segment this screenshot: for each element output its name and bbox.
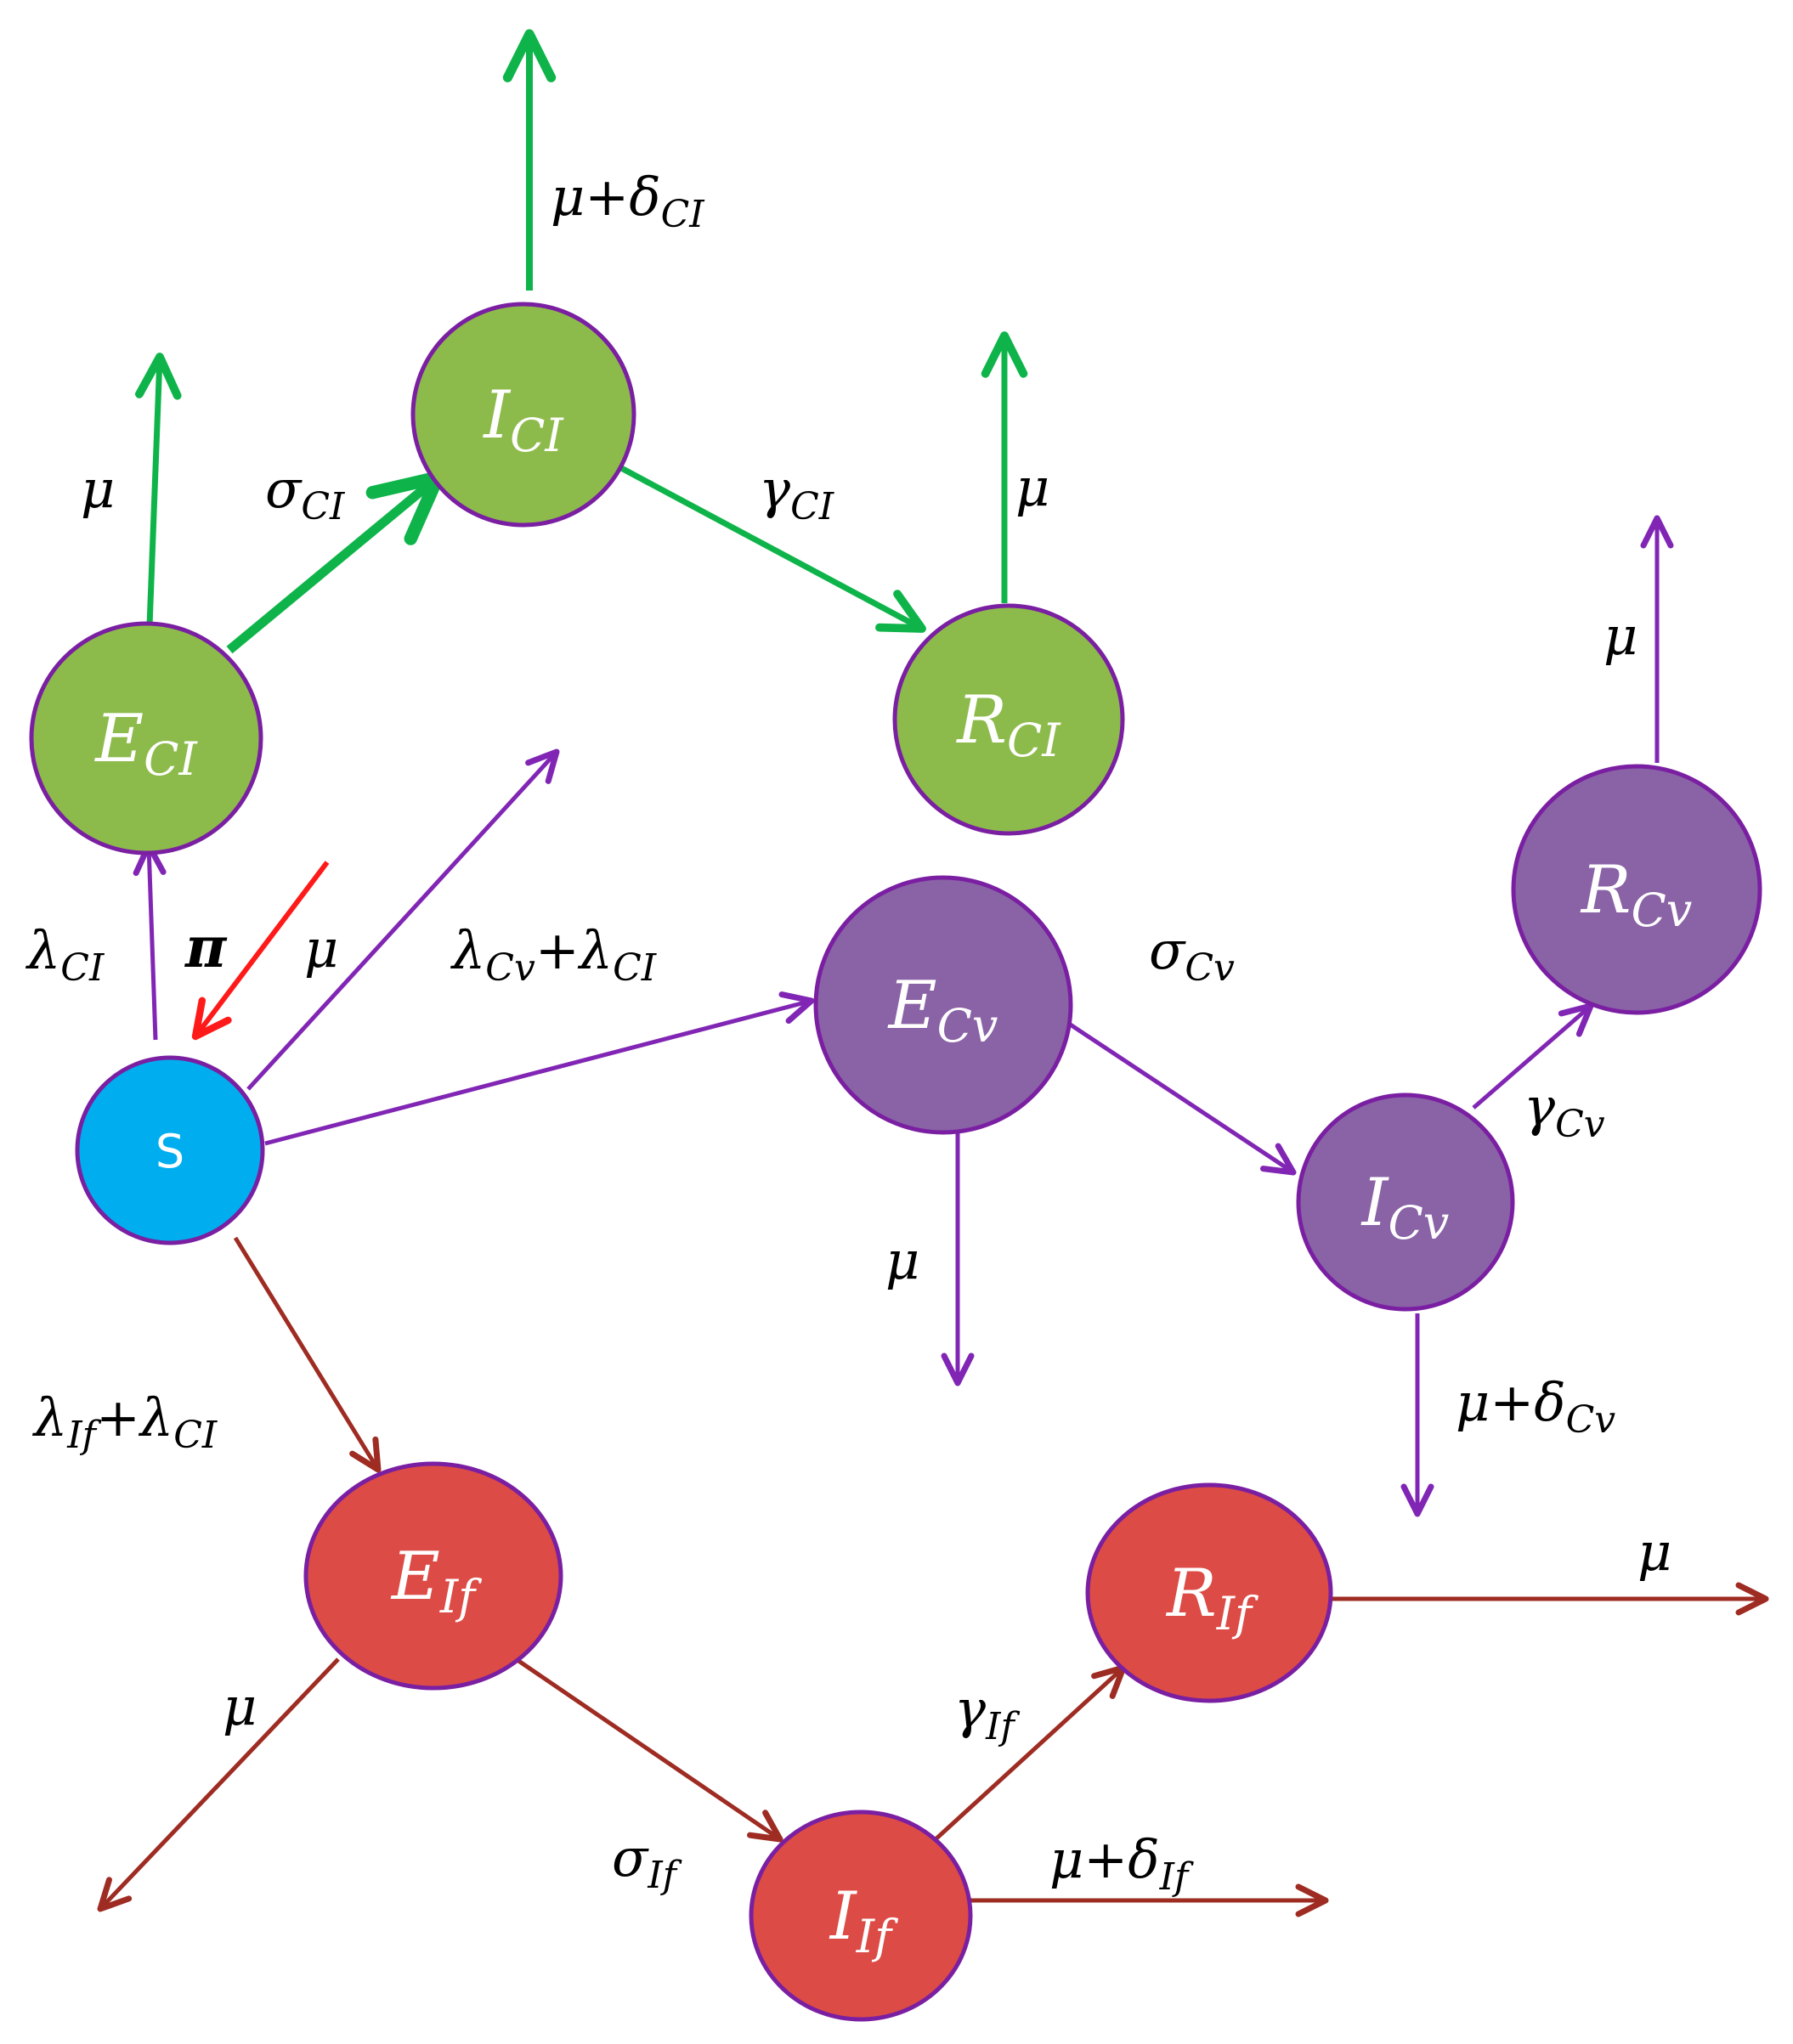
label-sigma-ci: σCI	[265, 458, 346, 528]
node-e-if: EIf	[303, 1461, 563, 1691]
arrow-ecv-to-icv	[1065, 1019, 1297, 1176]
label-lambda-if-ci: λIf+λCI	[31, 1386, 218, 1457]
label-mu-delta-cv: μ+δCv	[1456, 1371, 1615, 1442]
arrow-eci-exit	[135, 353, 182, 627]
label-mu-rci: μ	[1015, 456, 1049, 518]
node-s-label: S	[156, 1125, 184, 1178]
label-sigma-if: σIf	[612, 1827, 682, 1897]
label-pi: π	[184, 914, 228, 980]
node-e-ci-label: ECI	[93, 701, 198, 786]
node-e-ci: ECI	[29, 621, 263, 855]
label-mu-s: μ	[304, 918, 338, 980]
node-i-ci: ICI	[410, 302, 636, 528]
label-mu-rcv: μ	[1604, 605, 1637, 667]
arrow-s-to-eif	[233, 1236, 382, 1473]
label-gamma-if: γIf	[954, 1678, 1020, 1748]
node-i-if: IIf	[749, 1810, 973, 2022]
label-mu-eci: μ	[81, 458, 115, 520]
node-i-cv-label: ICv	[1360, 1165, 1450, 1250]
node-i-if-label: IIf	[829, 1878, 898, 1963]
arrow-eci-to-ici	[226, 471, 444, 654]
arrow-ici-to-rci	[597, 453, 926, 633]
label-sigma-cv: σCv	[1149, 919, 1235, 990]
node-i-ci-label: ICI	[482, 377, 564, 462]
arrow-iif-to-rif	[934, 1664, 1127, 1841]
label-gamma-cv: γCv	[1524, 1076, 1605, 1146]
label-mu-delta-ci: μ+δCI	[551, 166, 705, 236]
label-mu-delta-if: μ+δIf	[1049, 1828, 1194, 1899]
arrow-eif-to-iif	[508, 1652, 783, 1843]
node-r-cv: RCv	[1511, 764, 1762, 1015]
node-e-cv: ECv	[813, 875, 1073, 1135]
arrow-s-to-ecv	[264, 991, 815, 1146]
node-r-cv-label: RCv	[1580, 852, 1693, 937]
label-lambda-ci: λCI	[25, 919, 105, 990]
node-r-if: RIf	[1085, 1482, 1333, 1703]
arrow-s-exit	[246, 748, 560, 1091]
node-r-if-label: RIf	[1165, 1556, 1258, 1640]
label-mu-eif: μ	[223, 1675, 257, 1737]
arrow-icv-to-rcv	[1472, 1002, 1594, 1110]
label-gamma-ci: γCI	[759, 458, 835, 528]
node-r-ci-label: RCI	[955, 682, 1061, 767]
node-e-cv-label: ECv	[887, 968, 998, 1053]
label-mu-rif: μ	[1637, 1521, 1671, 1583]
node-r-ci: RCI	[892, 603, 1125, 836]
arrow-eif-exit	[97, 1657, 340, 1912]
arrow-s-to-eci	[133, 842, 167, 1041]
node-e-if-label: EIf	[390, 1539, 482, 1623]
label-mu-ecv: μ	[885, 1229, 919, 1291]
arrow-recruitment	[191, 861, 330, 1041]
label-lambda-cv-ci: λCv+λCI	[450, 919, 658, 990]
node-s: S	[75, 1055, 265, 1245]
node-i-cv: ICv	[1296, 1093, 1515, 1312]
